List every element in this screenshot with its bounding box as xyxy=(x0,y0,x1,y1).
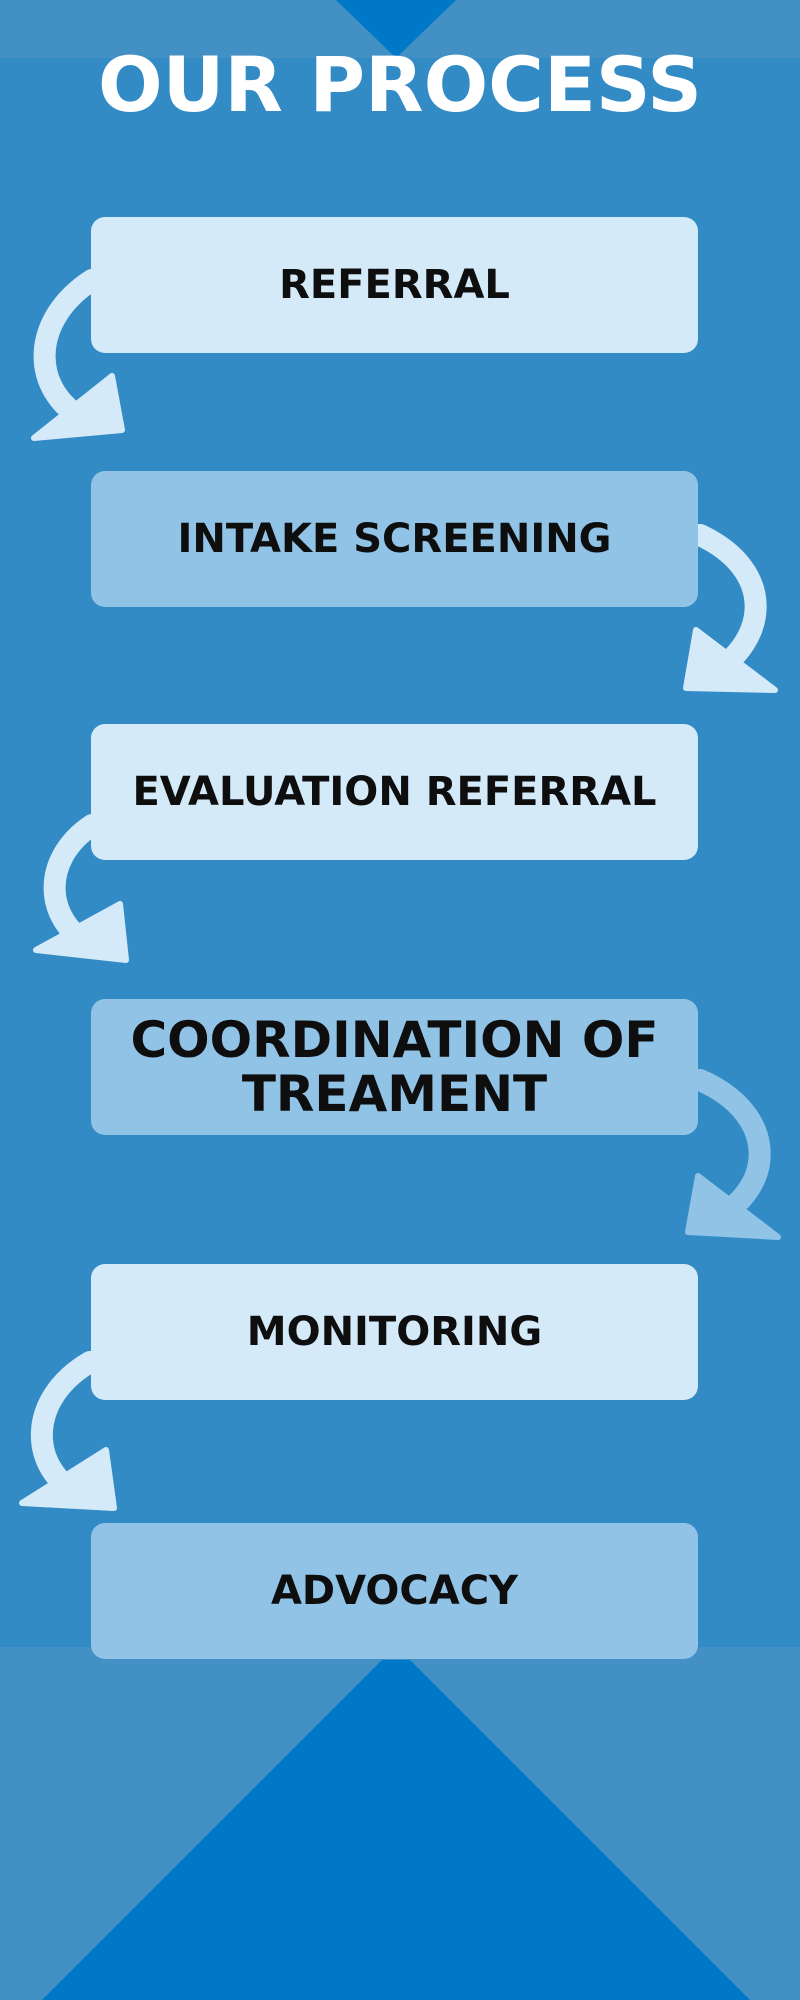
step-label: INTAKE SCREENING xyxy=(177,516,612,562)
curved-arrow-icon-4 xyxy=(685,1069,781,1240)
curved-arrow-icon-2 xyxy=(683,524,778,693)
step-label: COORDINATION OF TREAMENT xyxy=(130,1011,659,1123)
step-intake-screening: INTAKE SCREENING xyxy=(91,471,698,607)
step-referral: REFERRAL xyxy=(91,217,698,353)
step-advocacy: ADVOCACY xyxy=(91,1523,698,1659)
top-triangle xyxy=(336,0,456,58)
step-label: REFERRAL xyxy=(279,262,510,308)
curved-arrow-icon-1 xyxy=(31,269,125,441)
bottom-triangle xyxy=(42,1660,750,2000)
step-label: EVALUATION REFERRAL xyxy=(132,769,657,815)
curved-arrow-icon-5 xyxy=(19,1351,117,1511)
step-coordination-of-treatment: COORDINATION OF TREAMENT xyxy=(91,999,698,1135)
curved-arrow-icon-3 xyxy=(33,814,129,963)
page-title: OUR PROCESS xyxy=(98,40,702,129)
step-label: MONITORING xyxy=(246,1309,543,1355)
step-evaluation-referral: EVALUATION REFERRAL xyxy=(91,724,698,860)
step-monitoring: MONITORING xyxy=(91,1264,698,1400)
step-label: ADVOCACY xyxy=(270,1568,519,1614)
